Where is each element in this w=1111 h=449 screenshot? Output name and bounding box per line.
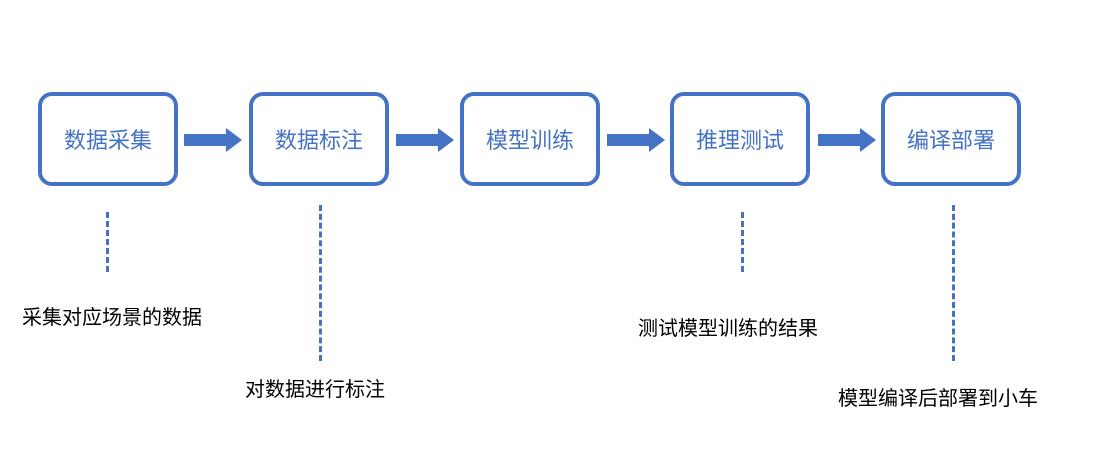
step-model-training: 模型训练 xyxy=(460,92,600,186)
step-label: 推理测试 xyxy=(695,129,784,154)
step-label: 编译部署 xyxy=(906,129,995,154)
step-label: 数据标注 xyxy=(274,129,363,154)
note-deploy: 模型编译后部署到小车 xyxy=(838,386,1038,410)
flow-arrow-icon xyxy=(184,128,242,152)
step-compile-deploy: 编译部署 xyxy=(881,92,1021,186)
dashed-connector xyxy=(319,205,322,361)
flow-arrow-icon xyxy=(818,128,876,152)
step-data-annotation: 数据标注 xyxy=(249,92,389,186)
step-data-collection: 数据采集 xyxy=(38,92,178,186)
step-inference-testing: 推理测试 xyxy=(670,92,810,186)
dashed-connector xyxy=(106,212,109,272)
note-test: 测试模型训练的结果 xyxy=(638,316,818,340)
dashed-connector xyxy=(741,212,744,272)
step-label: 模型训练 xyxy=(485,129,574,154)
step-label: 数据采集 xyxy=(63,129,152,154)
note-annotate: 对数据进行标注 xyxy=(245,377,385,401)
dashed-connector xyxy=(952,205,955,361)
flow-arrow-icon xyxy=(396,128,454,152)
note-collect: 采集对应场景的数据 xyxy=(22,305,202,329)
flow-arrow-icon xyxy=(607,128,665,152)
